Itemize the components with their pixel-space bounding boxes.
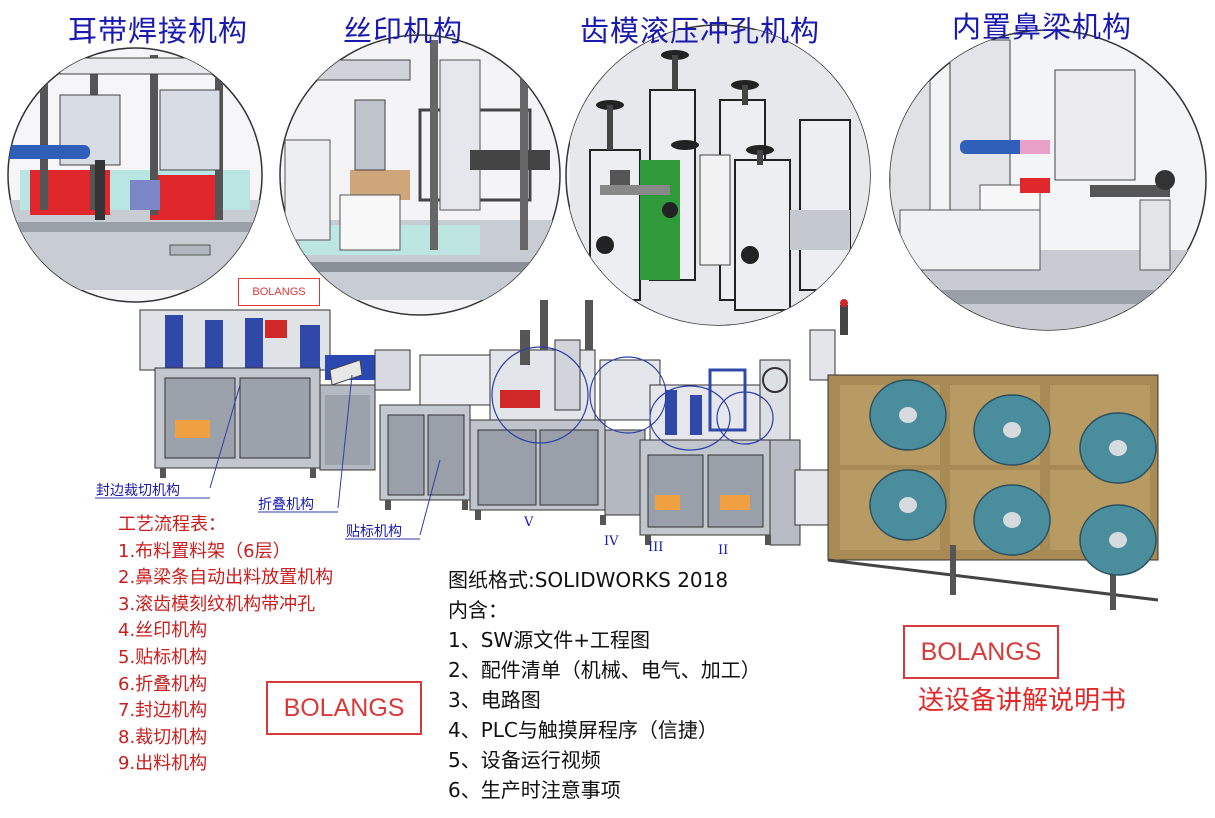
title-ear-welding: 耳带焊接机构: [68, 14, 249, 48]
process-step: 5.贴标机构: [118, 646, 208, 668]
roman-label-ii: II: [718, 543, 729, 558]
drawing-item: 1、SW源文件+工程图: [448, 628, 650, 652]
detail-circle-ear-welding: [7, 47, 263, 303]
process-list: 工艺流程表： 1.布料置料架（6层） 2.鼻梁条自动出料放置机构 3.滚齿模刻纹…: [118, 512, 333, 778]
callout-label: 贴标机构: [346, 524, 402, 540]
drawing-item: 5、设备运行视频: [448, 748, 601, 772]
detail-circle-nose-bridge: [889, 29, 1207, 331]
roman-label-iii: III: [648, 540, 664, 555]
process-step: 7.封边机构: [118, 700, 208, 722]
drawing-format: 图纸格式:SOLIDWORKS 2018: [448, 568, 729, 592]
process-step: 2.鼻梁条自动出料放置机构: [118, 567, 334, 589]
brand-label-right: BOLANGS: [903, 625, 1059, 679]
drawing-item: 2、配件清单（机械、电气、加工）: [448, 658, 761, 682]
title-silk-print: 丝印机构: [343, 14, 464, 48]
process-step: 3.滚齿模刻纹机构带冲孔: [118, 593, 316, 615]
drawing-info: 图纸格式:SOLIDWORKS 2018 内含： 1、SW源文件+工程图 2、配…: [448, 565, 761, 805]
main-machine: [95, 299, 1159, 610]
process-step: 9.出料机构: [118, 753, 208, 775]
detail-circle-gear-press: [565, 24, 871, 326]
process-step: 1.布料置料架（6层）: [118, 540, 291, 562]
drawing-item: 6、生产时注意事项: [448, 778, 621, 802]
drawing-item: 4、PLC与触摸屏程序（信捷）: [448, 718, 718, 742]
process-heading: 工艺流程表：: [118, 514, 226, 535]
detail-circle-silk-print: [279, 34, 561, 316]
roman-label-v: V: [524, 515, 534, 530]
title-nose-bridge: 内置鼻梁机构: [952, 10, 1133, 44]
callout-fold: 折叠机构: [258, 497, 314, 513]
process-step: 6.折叠机构: [118, 673, 208, 695]
manual-note: 送设备讲解说明书: [918, 686, 1127, 716]
drawing-item: 3、电路图: [448, 688, 541, 712]
process-step: 4.丝印机构: [118, 620, 208, 642]
callout-edge-cut: 封边裁切机构: [96, 483, 180, 499]
title-gear-press: 齿模滚压冲孔机构: [580, 14, 821, 48]
brand-label-left: BOLANGS: [266, 681, 422, 735]
process-step: 8.裁切机构: [118, 726, 208, 748]
brand-label-small: BOLANGS: [238, 278, 320, 306]
drawing-contains: 内含：: [448, 598, 508, 622]
roman-label-iv: IV: [604, 534, 619, 549]
